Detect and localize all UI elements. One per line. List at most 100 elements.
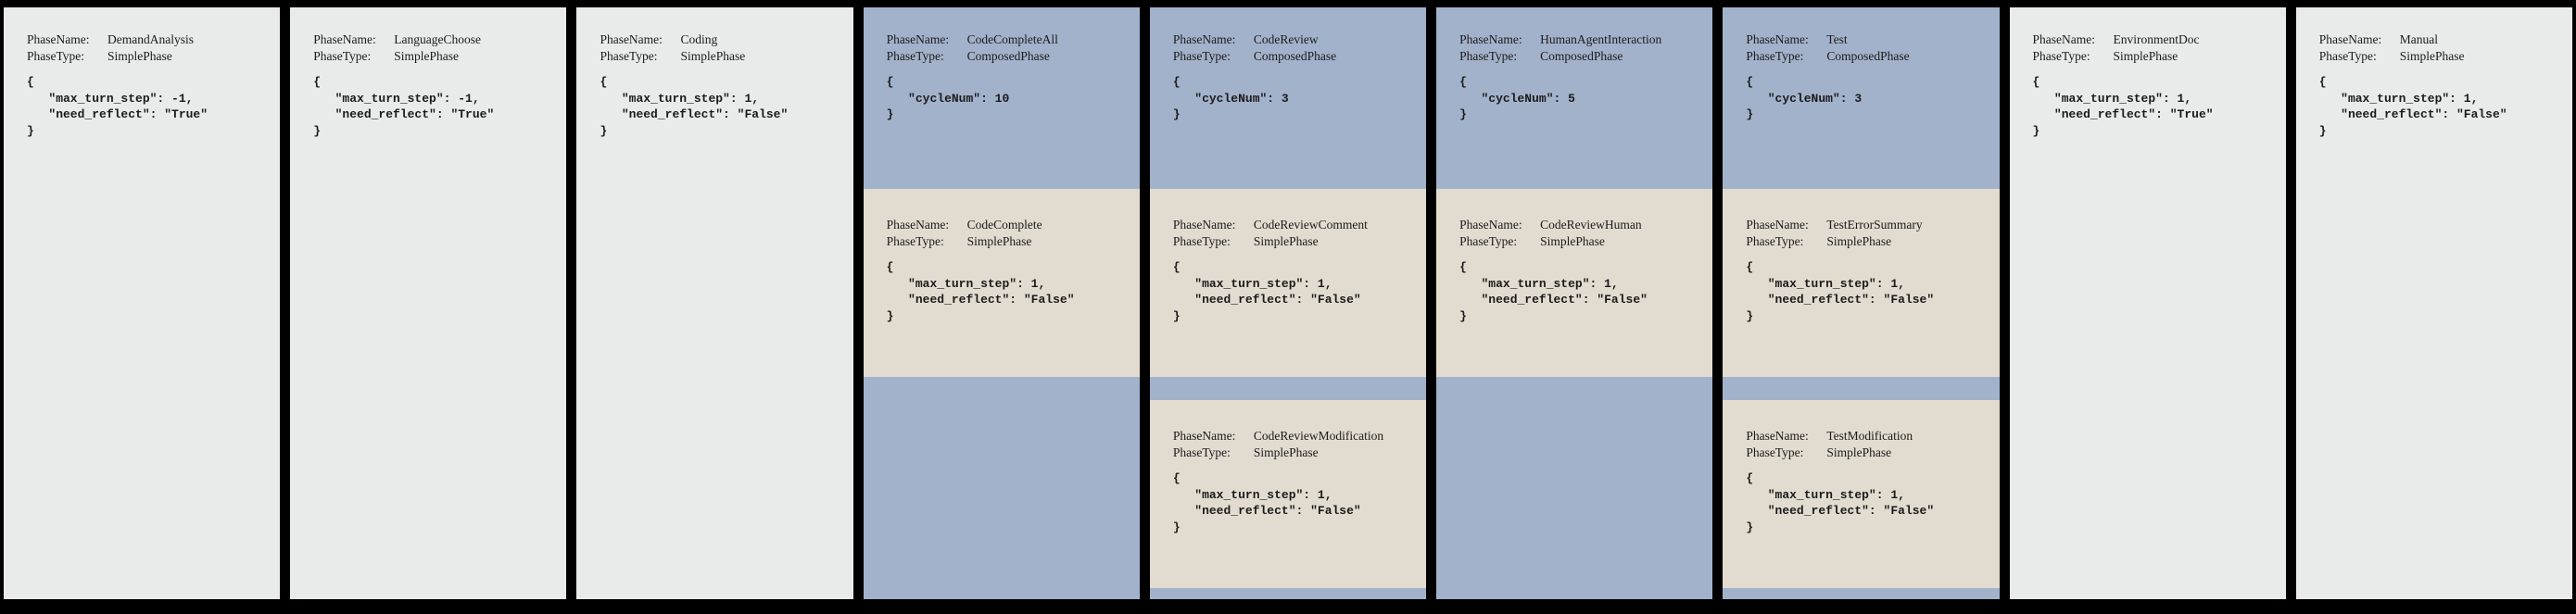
- sub-phase-block: PhaseName:CodeReviewComment PhaseType: Si…: [1150, 189, 1426, 324]
- phase-type-value: ComposedPhase: [1826, 48, 1910, 63]
- phase-type-label: PhaseType:: [600, 48, 658, 63]
- phase-type-label: PhaseType:: [2032, 48, 2090, 63]
- phase-config-json: { "max_turn_step": 1, "need_reflect": "F…: [600, 75, 789, 138]
- phase-name-row: PhaseName: CodeCompleteAll: [887, 31, 1132, 48]
- sub-phase-card-test-error-summary: PhaseName:TestErrorSummary PhaseType: Sim…: [1723, 189, 2000, 377]
- phase-config-json: { "cycleNum": 10 }: [886, 75, 1010, 121]
- phase-type-row: PhaseType:ComposedPhase: [887, 48, 1132, 65]
- phase-type-row: PhaseType: SimplePhase: [1459, 233, 1705, 250]
- phase-name-row: PhaseName:CodeReviewHuman: [1459, 217, 1705, 233]
- phase-type-label: PhaseType:: [1172, 445, 1231, 459]
- phase-name-row: PhaseName:CodeReviewComment: [1173, 217, 1419, 233]
- sub-phase-block: PhaseName:TestModification PhaseType:Sim…: [1723, 400, 1999, 535]
- phase-type-row: PhaseType: SimplePhase: [27, 48, 272, 65]
- phase-name-value: DemandAnalysis: [107, 32, 194, 46]
- phase-type-label: PhaseType:: [1172, 233, 1231, 248]
- phase-name-row: PhaseName: Test: [1746, 31, 1991, 48]
- phase-config-json: { "cycleNum": 5 }: [1459, 75, 1575, 121]
- phase-name-label: PhaseName:: [1746, 218, 1809, 232]
- phase-name-row: PhaseName:LanguageChoose: [313, 31, 559, 48]
- sub-phase-block: PhaseName:CodeReviewHuman PhaseType: Simp…: [1436, 189, 1712, 324]
- phase-card-code-review: PhaseName:CodeReview PhaseType:ComposedP…: [1149, 7, 1427, 599]
- phase-type-label: PhaseType:: [27, 48, 85, 63]
- phase-name-label: PhaseName:: [886, 32, 950, 46]
- phase-card-environment-doc: PhaseName:EnvironmentDoc PhaseType:Simpl…: [2009, 7, 2286, 599]
- phase-type-value: SimplePhase: [1540, 233, 1605, 248]
- sub-phase-card-test-modification: PhaseName:TestModification PhaseType:Sim…: [1723, 400, 2000, 588]
- phase-type-label: PhaseType:: [2318, 48, 2377, 63]
- phase-name-label: PhaseName:: [886, 218, 950, 232]
- phase-name-value: CodeReviewModification: [1253, 429, 1384, 443]
- phase-card-test: PhaseName: Test PhaseType: ComposedPhase {…: [1723, 7, 2000, 599]
- phase-name-label: PhaseName:: [1172, 218, 1236, 232]
- phase-block: PhaseName:Manual PhaseType: SimplePhase {…: [2296, 7, 2572, 139]
- phase-name-label: PhaseName:: [1459, 32, 1522, 46]
- phase-name-row: PhaseName:TestErrorSummary: [1746, 217, 1991, 233]
- phase-type-value: SimplePhase: [1253, 445, 1319, 459]
- phase-block: PhaseName:Test PhaseType:ComposedPhase {…: [1723, 7, 1999, 123]
- phase-name-row: PhaseName:CodeComplete: [887, 217, 1132, 233]
- sub-phase-block: PhaseName: CodeReviewModification PhaseTy…: [1150, 400, 1426, 535]
- phase-config-json: { "cycleNum": 3 }: [1746, 75, 1863, 121]
- phase-card-coding: PhaseName: Coding PhaseType:SimplePhase {…: [576, 7, 853, 599]
- phase-card-human-agent-interaction: PhaseName:HumanAgentInteraction PhaseTyp…: [1436, 7, 1713, 599]
- phase-name-row: PhaseName: DemandAnalysis: [27, 31, 272, 48]
- phase-block: PhaseName: CodeCompleteAll PhaseType:Comp…: [864, 7, 1140, 123]
- phase-type-value: SimplePhase: [1253, 233, 1319, 248]
- phase-type-row: PhaseType:ComposedPhase: [1173, 48, 1419, 65]
- sub-phase-card-code-review-modification: PhaseName: CodeReviewModification PhaseTy…: [1149, 400, 1427, 588]
- phase-type-label: PhaseType:: [313, 48, 372, 63]
- phase-name-row: PhaseName:CodeReview: [1173, 31, 1419, 48]
- phase-type-row: PhaseType:SimplePhase: [887, 233, 1132, 250]
- phase-name-label: PhaseName:: [2032, 32, 2096, 46]
- phase-name-value: Coding: [680, 32, 718, 46]
- phase-name-label: PhaseName:: [1172, 429, 1236, 443]
- phase-type-value: SimplePhase: [394, 48, 459, 63]
- phase-name-label: PhaseName:: [1746, 429, 1809, 443]
- phase-block: PhaseName:HumanAgentInteraction PhaseTyp…: [1436, 7, 1712, 123]
- phase-block: PhaseName: DemandAnalysis PhaseType: Simpl…: [4, 7, 280, 139]
- phase-type-row: PhaseType:SimplePhase: [1746, 445, 1991, 461]
- phase-name-value: CodeReview: [1253, 32, 1319, 46]
- sub-phase-block: PhaseName:CodeComplete PhaseType:SimpleP…: [864, 189, 1140, 324]
- phase-name-label: PhaseName:: [313, 32, 376, 46]
- phase-config-json: { "cycleNum": 3 }: [1172, 75, 1289, 121]
- phase-name-row: PhaseName: CodeReviewModification: [1173, 428, 1419, 445]
- phase-type-row: PhaseType:ComposedPhase: [1459, 48, 1705, 65]
- phase-config-json: { "max_turn_step": 1, "need_reflect": "F…: [1172, 260, 1361, 323]
- sub-phase-block: PhaseName:TestErrorSummary PhaseType: Sim…: [1723, 189, 1999, 324]
- phase-name-label: PhaseName:: [27, 32, 90, 46]
- phase-type-value: SimplePhase: [2399, 48, 2465, 63]
- phase-config-json: { "max_turn_step": 1, "need_reflect": "F…: [1172, 471, 1361, 534]
- phase-card-demand-analysis: PhaseName: DemandAnalysis PhaseType: Simpl…: [4, 7, 281, 599]
- phase-config-json: { "max_turn_step": 1, "need_reflect": "F…: [2318, 75, 2507, 138]
- phase-name-row: PhaseName:HumanAgentInteraction: [1459, 31, 1705, 48]
- phase-type-row: PhaseType:SimplePhase: [2033, 48, 2279, 65]
- phase-name-value: CodeCompleteAll: [966, 32, 1058, 46]
- phase-type-row: PhaseType: SimplePhase: [2319, 48, 2565, 65]
- phase-card-code-complete-all: PhaseName: CodeCompleteAll PhaseType:Comp…: [863, 7, 1140, 599]
- phase-type-value: ComposedPhase: [1253, 48, 1337, 63]
- phase-card-manual: PhaseName:Manual PhaseType: SimplePhase {…: [2295, 7, 2572, 599]
- phase-type-row: PhaseType:SimplePhase: [600, 48, 845, 65]
- phase-name-row: PhaseName:EnvironmentDoc: [2033, 31, 2279, 48]
- phase-name-label: PhaseName:: [1746, 32, 1809, 46]
- phase-type-value: SimplePhase: [1826, 233, 1892, 248]
- phase-name-value: Test: [1826, 32, 1848, 46]
- phase-block: PhaseName: Coding PhaseType:SimplePhase {…: [576, 7, 852, 139]
- phase-name-value: Manual: [2399, 32, 2438, 46]
- phase-name-label: PhaseName:: [600, 32, 663, 46]
- phase-type-label: PhaseType:: [1746, 445, 1804, 459]
- phase-type-value: SimplePhase: [966, 233, 1032, 248]
- sub-phase-card-code-review-comment: PhaseName:CodeReviewComment PhaseType: Si…: [1149, 189, 1427, 377]
- phase-type-label: PhaseType:: [1459, 233, 1518, 248]
- phase-type-value: SimplePhase: [107, 48, 172, 63]
- phase-config-json: { "max_turn_step": 1, "need_reflect": "F…: [1746, 260, 1935, 323]
- phase-config-json: { "max_turn_step": 1, "need_reflect": "T…: [2032, 75, 2214, 138]
- phase-card-language-choose: PhaseName:LanguageChoose PhaseType: Simpl…: [290, 7, 567, 599]
- phase-name-row: PhaseName:Manual: [2319, 31, 2565, 48]
- phase-type-row: PhaseType: SimplePhase: [1173, 445, 1419, 461]
- phase-config-json: { "max_turn_step": 1, "need_reflect": "F…: [886, 260, 1075, 323]
- phase-type-label: PhaseType:: [1746, 233, 1804, 248]
- phase-name-value: CodeReviewHuman: [1540, 218, 1642, 232]
